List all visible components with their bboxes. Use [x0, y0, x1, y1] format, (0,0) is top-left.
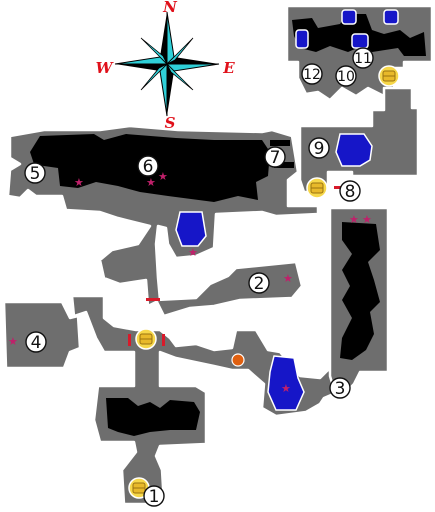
- corridor-to-room-2: [154, 260, 304, 318]
- doors: [128, 186, 342, 346]
- wall-south-room: [106, 398, 200, 436]
- fire-icon: [231, 353, 245, 367]
- marker-11[interactable]: 11: [352, 47, 374, 69]
- marker-label: 11: [354, 51, 372, 67]
- star-icon: ★: [283, 272, 293, 285]
- marker-10[interactable]: 10: [335, 65, 357, 87]
- door-icon: [146, 298, 160, 301]
- star-icon: ★: [281, 382, 291, 395]
- marker-7[interactable]: 7: [264, 146, 286, 168]
- marker-6[interactable]: 6: [137, 155, 159, 177]
- compass-star-icon: [114, 11, 220, 117]
- marker-4[interactable]: 4: [25, 331, 47, 353]
- wall-east-column: [340, 222, 380, 360]
- star-icon: ★: [349, 213, 359, 226]
- compass-rose: N S E W: [96, 0, 236, 132]
- door-icon: [128, 334, 131, 346]
- star-icon: ★: [74, 176, 84, 189]
- marker-label: 5: [30, 164, 41, 184]
- star-icon: ★: [188, 246, 198, 259]
- marker-label: 1: [149, 487, 160, 507]
- marker-label: 12: [303, 67, 321, 83]
- door-icon: [334, 186, 342, 189]
- star-icon: ★: [362, 213, 372, 226]
- marker-label: 4: [31, 333, 42, 353]
- treasure-chest-icon: [378, 65, 400, 87]
- treasure-chest-icon: [135, 328, 157, 350]
- star-icon: ★: [158, 170, 168, 183]
- star-icon: ★: [8, 335, 18, 348]
- marker-label: 3: [335, 379, 346, 399]
- water-pool-9: [335, 133, 373, 167]
- marker-5[interactable]: 5: [24, 162, 46, 184]
- marker-label: 9: [314, 139, 325, 159]
- marker-label: 8: [345, 182, 356, 202]
- compass-west-label: W: [96, 59, 115, 77]
- water-spot-ne-2: [383, 9, 399, 25]
- marker-3[interactable]: 3: [329, 377, 351, 399]
- marker-2[interactable]: 2: [248, 272, 270, 294]
- marker-label: 7: [270, 148, 281, 168]
- central-hub: [70, 294, 342, 506]
- marker-label: 2: [254, 274, 265, 294]
- marker-8[interactable]: 8: [339, 180, 361, 202]
- marker-1[interactable]: 1: [143, 485, 165, 507]
- water-spot-ne-4: [351, 33, 369, 49]
- water-spot-ne-3: [295, 29, 309, 49]
- marker-9[interactable]: 9: [308, 137, 330, 159]
- stars: ★ ★ ★ ★ ★ ★ ★ ★ ★: [8, 170, 372, 395]
- location-markers: 1 2 3 4 5 6 7 8: [24, 47, 374, 507]
- water-pools: [175, 9, 399, 411]
- water-spot-ne-1: [341, 9, 357, 25]
- marker-12[interactable]: 12: [301, 63, 323, 85]
- star-icon: ★: [146, 176, 156, 189]
- compass-east-label: E: [222, 59, 235, 77]
- wall-ledge-7b: [274, 162, 294, 168]
- marker-label: 10: [337, 69, 355, 85]
- treasure-chests: [128, 65, 400, 499]
- compass-south-label: S: [165, 114, 176, 132]
- compass-north-label: N: [162, 0, 178, 16]
- wall-ledge-7a: [270, 140, 290, 146]
- water-pool-center: [175, 211, 207, 247]
- marker-label: 6: [143, 157, 154, 177]
- treasure-chest-icon: [306, 177, 328, 199]
- door-icon: [162, 334, 165, 346]
- water-pool-3: [267, 355, 305, 411]
